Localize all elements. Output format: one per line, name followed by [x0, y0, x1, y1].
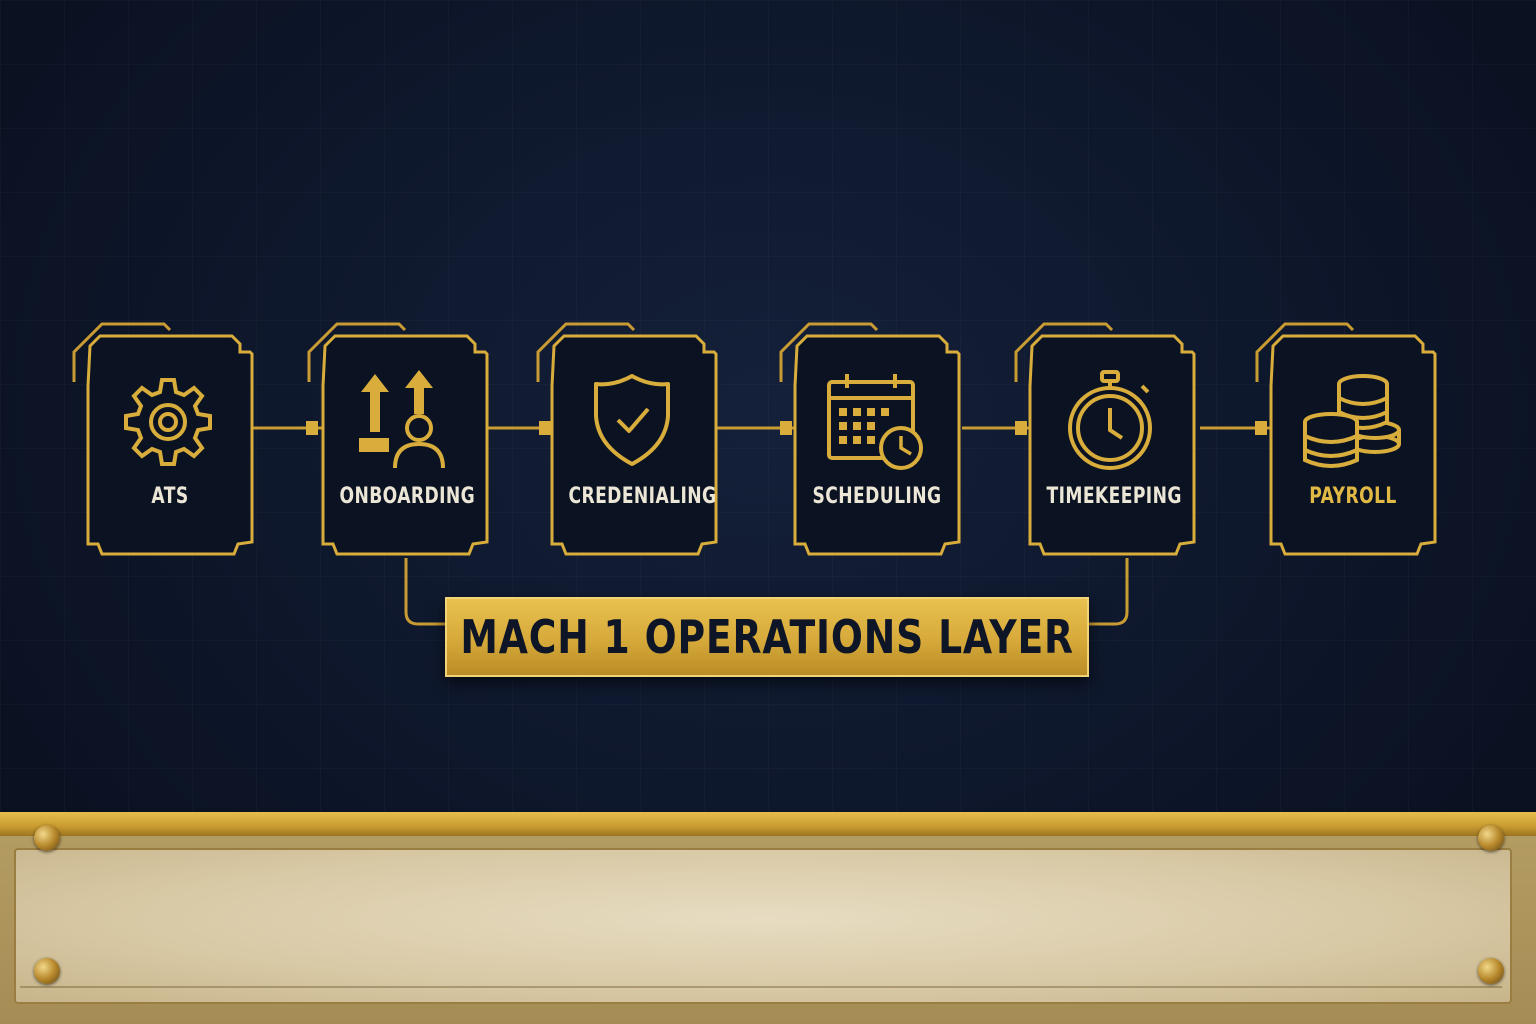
plate-top-bar: [0, 812, 1536, 836]
onboarding-icon: [359, 370, 445, 469]
shield-check-icon: [594, 374, 670, 466]
step-label: TIMEKEEPING: [1046, 484, 1182, 509]
card-frame: [779, 322, 961, 556]
step-card-ats[interactable]: ATS: [72, 322, 254, 558]
step-card-credenialing[interactable]: CREDENIALING: [536, 322, 718, 558]
plate-divider: [20, 986, 1502, 988]
step-label: CREDENIALING: [568, 484, 717, 509]
connector-lines: [253, 421, 1270, 626]
step-card-timekeeping[interactable]: TIMEKEEPING: [1014, 322, 1196, 558]
rivet-icon: [34, 825, 60, 851]
step-card-onboarding[interactable]: ONBOARDING: [307, 322, 489, 558]
gear-icon: [124, 378, 212, 466]
plate-panel: [14, 848, 1512, 1004]
step-label: ATS: [151, 484, 189, 509]
coins-icon: [1303, 374, 1401, 468]
card-frame: [72, 322, 254, 556]
calendar-clock-icon: [827, 374, 923, 470]
banner-text: MACH 1 OPERATIONS LAYER: [460, 610, 1074, 664]
step-label: PAYROLL: [1309, 484, 1397, 509]
card-frame: [1014, 322, 1196, 556]
stopwatch-icon: [1068, 370, 1152, 470]
step-card-payroll[interactable]: PAYROLL: [1255, 322, 1437, 558]
operations-layer-banner: MACH 1 OPERATIONS LAYER: [445, 597, 1089, 677]
step-label: SCHEDULING: [812, 484, 942, 509]
card-frame: [536, 322, 718, 556]
rivet-icon: [1478, 825, 1504, 851]
step-card-scheduling[interactable]: SCHEDULING: [779, 322, 961, 558]
rivet-icon: [1478, 958, 1504, 984]
step-label: ONBOARDING: [339, 484, 476, 509]
rivet-icon: [34, 958, 60, 984]
